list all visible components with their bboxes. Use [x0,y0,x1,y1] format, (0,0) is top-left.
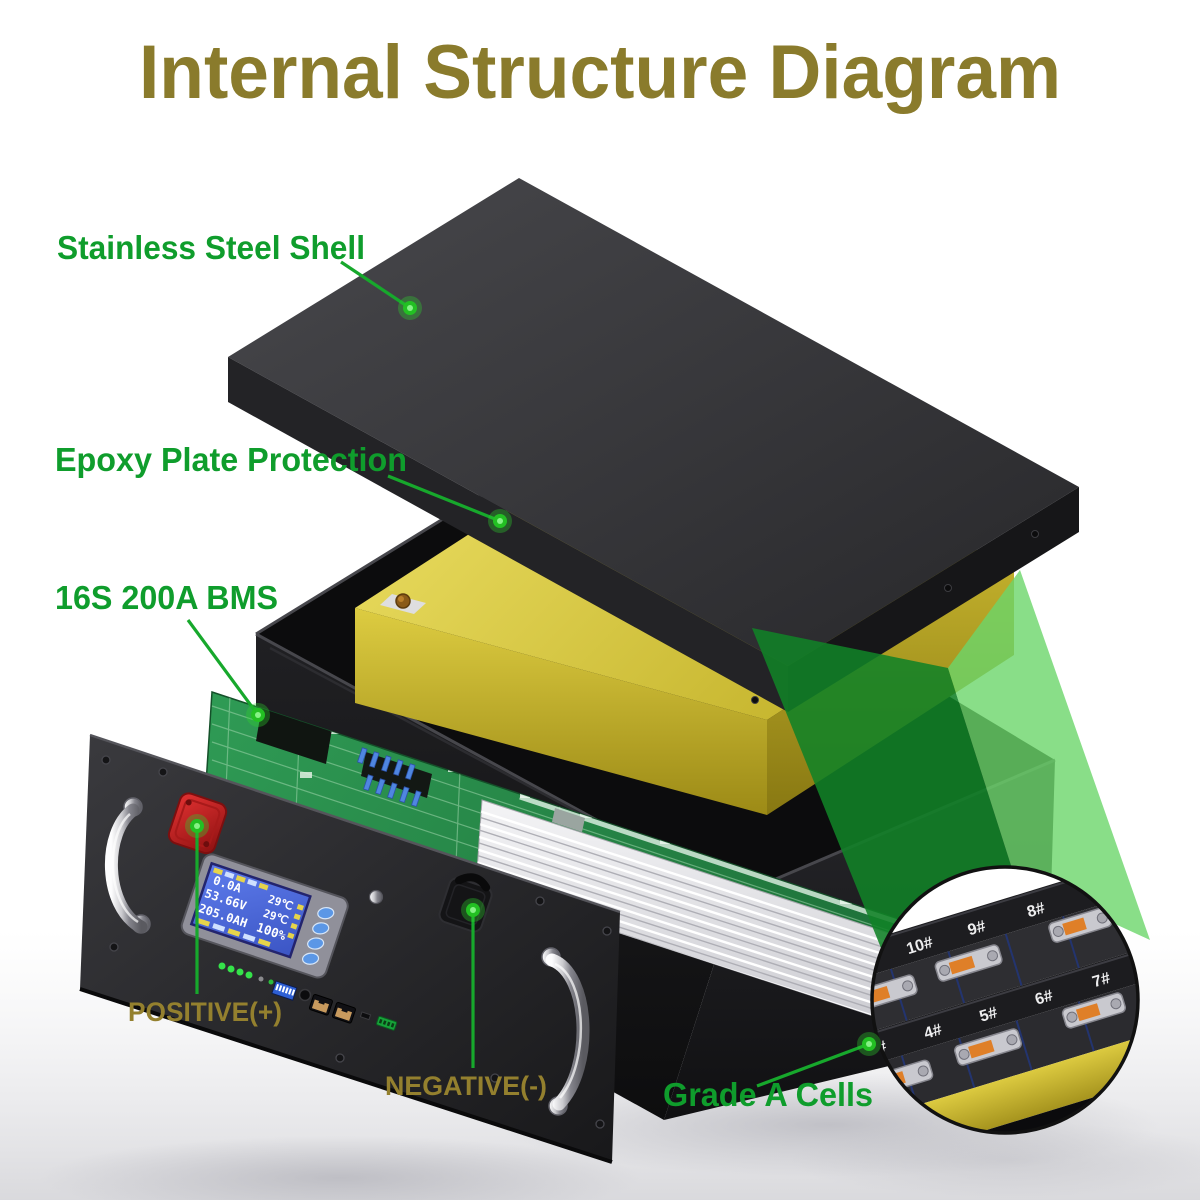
cells-callout-dot [857,1032,881,1056]
shell-callout-dot [398,296,422,320]
cell-rail-top [872,867,1138,986]
lid-top-face [228,178,1079,666]
beam-dark [752,628,1015,958]
heatsink-fins [476,808,1008,1058]
busbar [954,1028,1022,1066]
lcd-button[interactable] [307,937,325,950]
callout-lines [186,260,870,1088]
epoxy-bolt [380,593,426,614]
cell-label: 7# [1090,970,1112,991]
inset-floor-shadow [790,1122,1200,1198]
label-epoxy-plate-protection: Epoxy Plate Protection [55,441,407,478]
busbar [1061,992,1127,1029]
busbar [872,974,918,1012]
round-connector[interactable] [298,988,312,1002]
screw [602,926,612,936]
lcd-button[interactable] [301,952,320,965]
inset-border [870,865,1140,1135]
lcd-buttons[interactable] [299,902,338,969]
led-dim [258,976,264,982]
cells-callout-line [756,1042,870,1088]
epoxy-callout-dot [488,509,512,533]
busbar [934,944,1003,982]
screw [158,767,168,777]
lid-screw [751,696,759,704]
right-handle [541,947,590,1116]
handle-bar [545,953,590,1111]
label-bms: 16S 200A BMS [55,579,278,616]
cell-label: 5# [978,1004,1000,1025]
cell-label: 9# [966,918,988,939]
label-negative-terminal: NEGATIVE(-) [385,1071,547,1101]
led-green [245,971,253,979]
screw [595,1119,605,1129]
screw [101,755,111,765]
cell-rail-mid [872,939,1138,1072]
positive-callout-dot [185,814,209,838]
led-green [227,965,235,973]
label-positive-terminal: POSITIVE(+) [128,997,282,1027]
lid-screw [944,584,952,592]
lcd-screen [189,861,312,959]
green-terminal-block[interactable] [376,1015,398,1031]
led-green-small [268,979,274,985]
rj45-port[interactable] [331,1002,356,1024]
lid-left-side [228,357,788,712]
screw [335,1053,345,1063]
lcd-segment-icons [197,867,304,947]
lcd-button[interactable] [317,907,335,920]
lid-screw [1031,530,1039,538]
epoxy-callout-line [387,474,501,523]
negative-callout-dot [461,898,485,922]
led-green [218,962,226,970]
panel-floor-shadow [40,1136,640,1200]
dip-switch[interactable] [271,980,298,1001]
pcb-chip [256,706,332,764]
handle-shine [111,813,139,924]
page-title: Internal Structure Diagram [139,30,1061,115]
cell-label: 8# [1025,900,1047,921]
screw [109,942,119,952]
status-leds [218,962,274,985]
usb-port[interactable] [359,1011,372,1021]
pcb-pin-headers [357,747,422,808]
epoxy-left-face [355,608,767,815]
panel-screws [101,755,612,1129]
led-green [236,968,244,976]
lcd-display: 0.0A 29℃ 53.66V 29℃ 205.0AH 100% [180,853,349,979]
lcd-button[interactable] [312,922,330,935]
beam-light [948,570,1150,940]
bms-callout-line [186,619,260,716]
label-grade-a-cells: Grade A Cells [663,1076,873,1113]
left-handle [104,797,151,934]
magnifier-beam [752,570,1150,958]
heatsink-fin-shadows [476,815,1008,1058]
rj45-port[interactable] [308,994,333,1016]
screw [535,896,545,906]
handle-shine [554,962,583,1099]
shell-callout-line [340,260,411,310]
callout-dots [185,296,512,922]
panel-stud [368,889,384,905]
front-panel: 0.0A 29℃ 53.66V 29℃ 205.0AH 100% [79,733,621,1164]
label-stainless-steel-shell: Stainless Steel Shell [57,229,365,266]
negative-terminal [438,873,493,933]
pcb-chip-small [552,808,585,832]
cell-label: 4# [922,1021,944,1042]
bms-callout-dot [246,703,270,727]
screw [490,1073,500,1083]
panel-top-edge [89,733,621,914]
panel-bottom-edge [79,987,613,1164]
cell-label: 6# [1033,987,1055,1008]
